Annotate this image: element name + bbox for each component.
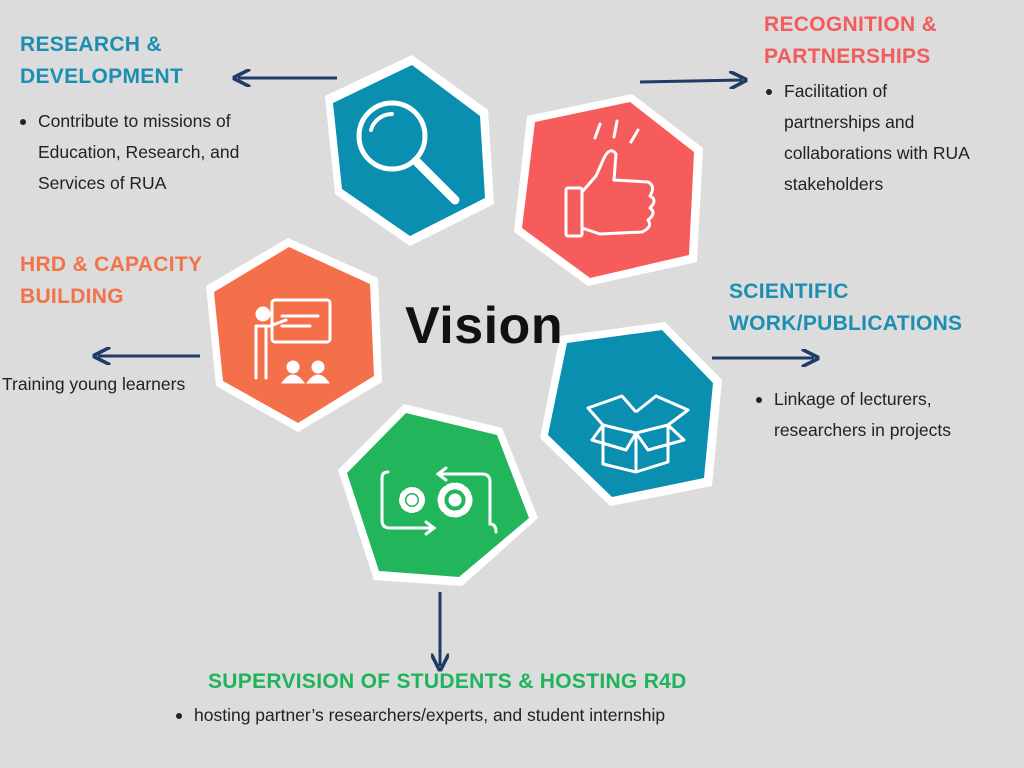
bullets-scientific: Linkage of lecturers, researchers in pro… [754,384,951,446]
bullet-item: Linkage of lecturers, researchers in pro… [754,384,951,446]
text-hrd: Training young learners [2,374,186,394]
title-hrd: HRD & CAPACITY BUILDING [20,253,203,308]
hex-fill-scientific [548,330,713,497]
arrow-recognition [639,80,742,82]
hexagon-hrd [206,238,382,432]
title-scientific: SCIENTIFIC WORK/PUBLICATIONS [729,280,963,335]
magnifier-icon [356,100,460,205]
hexagon-research [325,55,494,246]
bullets-recognition: Facilitation of partnerships and collabo… [764,76,970,200]
bullet-item: hosting partner’s researchers/experts, a… [174,700,665,731]
bullets-supervision: hosting partner’s researchers/experts, a… [174,700,665,731]
hex-fill-hrd [214,247,374,423]
title-recognition: RECOGNITION & PARTNERSHIPS [764,13,938,68]
title-research: RESEARCH & DEVELOPMENT [20,33,184,88]
thumbs-up-icon [564,119,656,238]
gears-cycle-icon [380,466,498,536]
presentation-icon [254,298,332,384]
bullet-item: Contribute to missions of Education, Res… [18,106,239,199]
hexagon-recognition [514,94,703,286]
title-supervision: SUPERVISION OF STUDENTS & HOSTING R4D [208,670,687,693]
bullets-research: Contribute to missions of Education, Res… [18,106,239,199]
open-box-icon [586,394,690,474]
hex-fill-supervision [347,413,529,577]
hexagon-scientific [540,322,722,506]
hexagon-supervision [338,404,538,586]
center-label: Vision [405,297,564,355]
bullet-item: Facilitation of partnerships and collabo… [764,76,970,200]
